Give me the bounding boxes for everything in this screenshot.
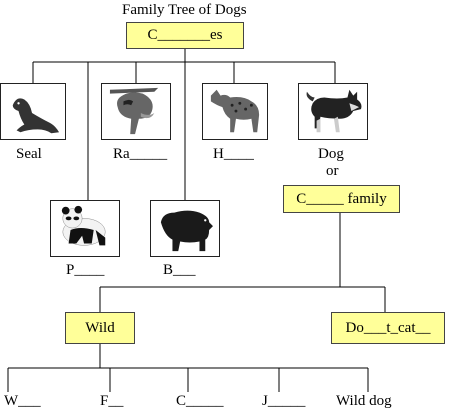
- diagram-title: Family Tree of Dogs: [122, 2, 247, 18]
- hyena-label: H____: [213, 146, 254, 162]
- wild-dog-label: Wild dog: [336, 393, 392, 409]
- panda-label: P____: [66, 262, 105, 278]
- bear-image: [150, 200, 220, 257]
- bear-label: B___: [163, 262, 196, 278]
- wild-box: Wild: [65, 312, 135, 344]
- seal-label: Seal: [16, 146, 42, 162]
- jackal-label: J_____: [262, 393, 306, 409]
- domestic-box: Do___t_cat__: [331, 312, 445, 344]
- wolf-label: W___: [4, 393, 41, 409]
- dog-or-label: or: [326, 163, 339, 179]
- dog-label: Dog: [318, 146, 344, 162]
- dog-image: [298, 83, 368, 140]
- raccoon-image: [101, 83, 171, 140]
- hyena-image: [202, 83, 268, 140]
- fox-label: F__: [100, 393, 124, 409]
- coyote-label: C_____: [176, 393, 224, 409]
- seal-image: [0, 83, 66, 140]
- family-box: C_____ family: [283, 185, 400, 213]
- raccoon-label: Ra_____: [113, 146, 168, 162]
- panda-image: [50, 200, 120, 257]
- root-box: C_______es: [126, 22, 244, 49]
